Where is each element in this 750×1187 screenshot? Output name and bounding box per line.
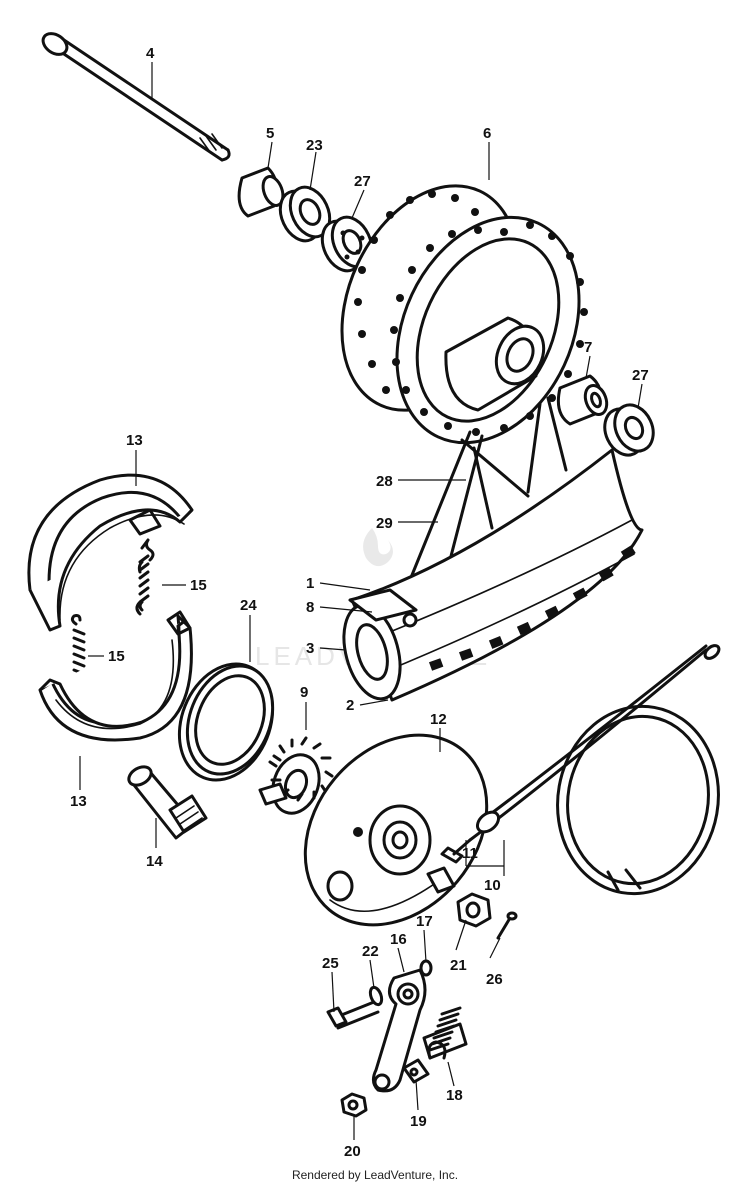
brake-arm-part	[371, 968, 427, 1093]
callout-6: 6	[483, 125, 491, 142]
callout-4: 4	[146, 45, 155, 62]
brake-arm-spring-part	[422, 1006, 468, 1060]
bearing-lower-part	[603, 403, 655, 457]
footer-credit: Rendered by LeadVenture, Inc.	[291, 1168, 459, 1182]
wheel-hub-part	[340, 184, 588, 445]
callout-28: 28	[376, 473, 393, 490]
callout-27-upper: 27	[354, 173, 371, 190]
oil-seal-part	[278, 185, 332, 243]
spacer-part	[237, 166, 285, 218]
callout-7: 7	[584, 339, 592, 356]
callout-29: 29	[376, 515, 393, 532]
spokes-part	[408, 396, 568, 582]
callout-18: 18	[446, 1087, 463, 1104]
speedometer-gear-part	[258, 736, 334, 815]
callout-9: 9	[300, 684, 308, 701]
spring-upper-part	[135, 538, 155, 616]
brake-shoe-upper-part	[27, 473, 194, 632]
callout-8: 8	[306, 599, 314, 616]
callout-24: 24	[240, 597, 257, 614]
callout-19: 19	[410, 1113, 427, 1130]
callout-14: 14	[146, 853, 163, 870]
distance-collar-part	[556, 374, 609, 426]
callout-10: 10	[484, 877, 501, 894]
callout-11: 11	[462, 845, 478, 862]
seal-ring-part	[177, 662, 275, 782]
callout-15-lower: 15	[108, 648, 125, 665]
brake-arm-pin-part	[419, 959, 433, 977]
washer-part	[368, 985, 384, 1007]
callout-22: 22	[362, 943, 379, 960]
callout-1: 1	[306, 575, 314, 592]
axle-nut-part	[456, 892, 492, 928]
axle-part	[41, 32, 231, 162]
brake-shoe-lower-part	[38, 610, 193, 742]
callout-15-upper: 15	[190, 577, 207, 594]
brake-rod-joint-part	[402, 1058, 430, 1084]
callout-20: 20	[344, 1143, 361, 1160]
callout-3: 3	[306, 640, 314, 657]
callout-16: 16	[390, 931, 407, 948]
rim-tire-part	[342, 448, 644, 702]
brake-arm-bolt-part	[326, 1000, 380, 1030]
cotter-pin-part	[496, 911, 518, 940]
callout-23: 23	[306, 137, 323, 154]
callout-17: 17	[416, 913, 433, 930]
callout-12: 12	[430, 711, 447, 728]
brake-cam-part	[127, 765, 208, 840]
callout-21: 21	[450, 957, 467, 974]
callout-2: 2	[346, 697, 354, 714]
callout-13-lower: 13	[70, 793, 87, 810]
callout-27-lower: 27	[632, 367, 649, 384]
callout-labels: 4 5 23 27 6 7 27 28 29 1 8 3 2 13 15 15 …	[70, 45, 649, 1160]
callout-25: 25	[322, 955, 339, 972]
brake-panel-part	[303, 733, 489, 927]
leader-lines	[79, 62, 643, 1140]
callout-13-upper: 13	[126, 432, 143, 449]
callout-26: 26	[486, 971, 503, 988]
callout-5: 5	[266, 125, 274, 142]
brake-adjusting-nut-part	[340, 1092, 368, 1118]
speedometer-cable-part	[440, 644, 721, 896]
